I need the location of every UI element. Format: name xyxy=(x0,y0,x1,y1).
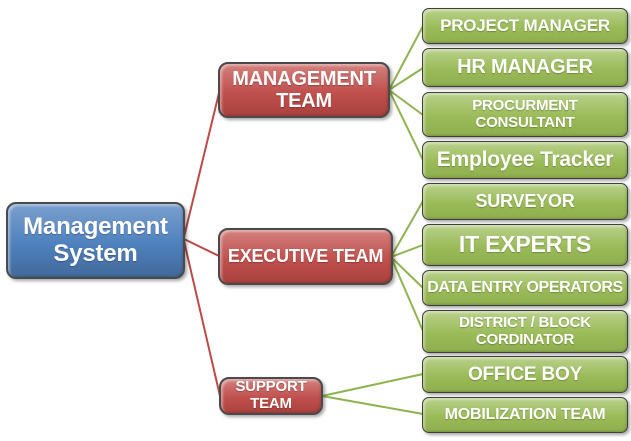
root-node-management-system: Management System xyxy=(6,202,185,279)
leaf-node-it-experts: IT EXPERTS xyxy=(422,224,628,266)
connector-support-office-boy xyxy=(321,373,424,397)
leaf-node-district-block-cordinator: DISTRICT / BLOCK CORDINATOR xyxy=(422,310,628,353)
leaf-node-project-manager: PROJECT MANAGER xyxy=(422,8,628,44)
connector-management-procurment-consultant xyxy=(388,89,424,116)
leaf-node-office-boy: OFFICE BOY xyxy=(422,356,628,393)
connector-executive-surveyor xyxy=(390,200,424,258)
leaf-node-hr-manager: HR MANAGER xyxy=(422,48,628,87)
connector-management-project-manager xyxy=(388,25,424,91)
connector-executive-it-experts xyxy=(390,244,424,258)
leaf-node-employee-tracker: Employee Tracker xyxy=(422,141,628,179)
connector-executive-district-block-cordinator xyxy=(390,256,424,332)
connector-root-management-team xyxy=(183,92,220,238)
team-node-executive-team: EXECUTIVE TEAM xyxy=(218,228,393,285)
connector-root-executive-team xyxy=(183,238,220,257)
leaf-node-mobilization-team: MOBILIZATION TEAM xyxy=(422,397,628,433)
connector-management-hr-manager xyxy=(388,67,424,91)
connector-root-support-team xyxy=(183,240,221,397)
connector-support-mobilization-team xyxy=(321,395,424,415)
team-node-support-team: SUPPORT TEAM xyxy=(219,377,323,415)
connector-executive-data-entry-operators xyxy=(390,256,424,289)
leaf-node-surveyor: SURVEYOR xyxy=(422,183,628,220)
leaf-node-procurment-consultant: PROCURMENT CONSULTANT xyxy=(422,92,628,137)
connector-management-employee-tracker xyxy=(388,89,424,161)
team-node-management-team: MANAGEMENT TEAM xyxy=(218,62,390,118)
leaf-node-data-entry-operators: DATA ENTRY OPERATORS xyxy=(422,270,628,306)
